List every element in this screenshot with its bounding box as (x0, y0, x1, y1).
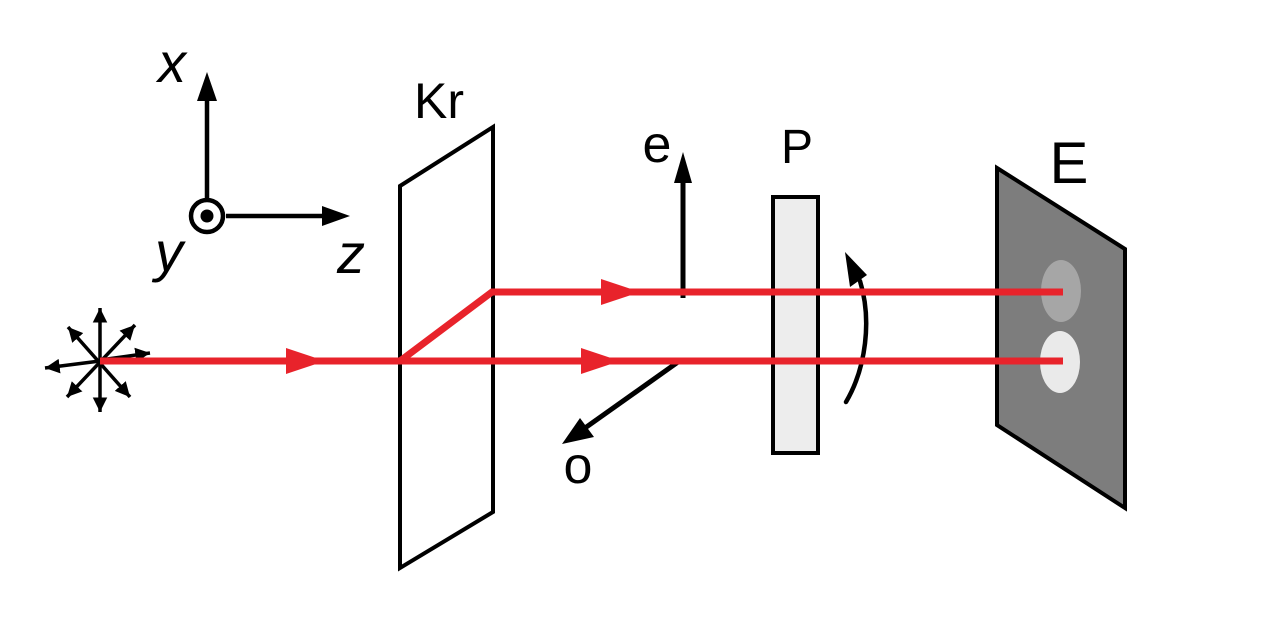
incident-ray-arrowhead (286, 348, 325, 374)
screen-label: E (1050, 131, 1089, 196)
coordinate-axes (188, 72, 350, 235)
polarizer-label: P (781, 121, 813, 174)
x-axis-label: x (155, 31, 188, 94)
source-arrow-left (44, 358, 101, 374)
extraordinary-ray-arrowhead (601, 279, 640, 305)
ordinary-ray-arrowhead (581, 348, 620, 374)
e-ray-label: e (643, 116, 672, 174)
screen (995, 164, 1127, 512)
z-axis-arrowhead (322, 206, 350, 226)
polarizer-plate (771, 195, 820, 455)
z-axis-label: z (336, 222, 365, 285)
e-polarization-arrow (674, 152, 692, 298)
extraordinary-ray (397, 288, 1063, 364)
e-arrowhead (674, 152, 692, 183)
light-rays (100, 279, 1063, 374)
rotation-arrowhead (845, 252, 867, 287)
crystal-label: Kr (414, 73, 464, 129)
o-arrowhead (562, 418, 594, 444)
o-arrow-shaft (583, 359, 680, 431)
o-polarization-arrow (562, 359, 680, 444)
y-axis-out-of-page-icon (188, 197, 226, 235)
rotation-arrow (843, 252, 869, 405)
y-axis-label: y (151, 220, 186, 283)
crystal-kr (398, 123, 495, 572)
rotation-arc (843, 278, 869, 405)
o-ray-label: o (564, 437, 593, 495)
x-axis-arrowhead (197, 72, 217, 101)
